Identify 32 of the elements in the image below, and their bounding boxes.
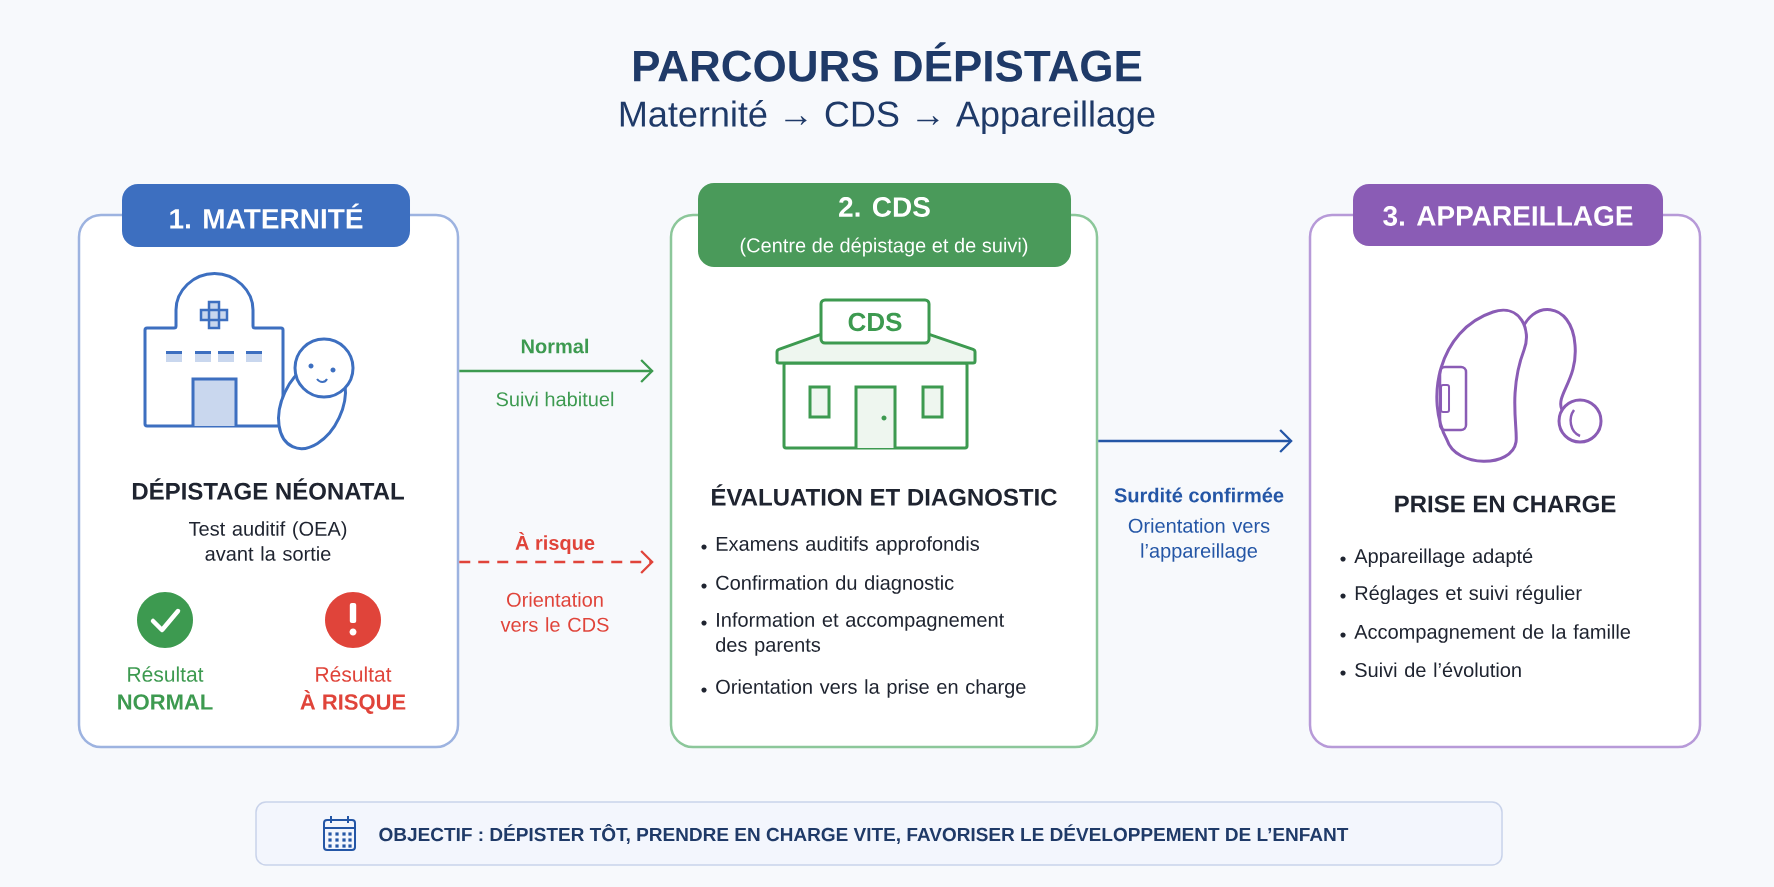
objective-banner: OBJECTIF : DÉPISTER TÔT, PRENDRE EN CHARGE VITE, FAVORISER LE DÉVELOPPEMENT DE L’ENFANT xyxy=(255,801,1503,866)
bullet-item: Appareillage adapté xyxy=(1340,548,1533,568)
bullet-item: Information et accompagnement des parents xyxy=(701,612,1005,656)
sign-text: CDS xyxy=(848,312,902,332)
bullet-item: Suivi de l’évolution xyxy=(1340,662,1521,678)
result-value: À RISQUE xyxy=(300,690,406,714)
arrow xyxy=(459,550,654,574)
edge-label: Normal xyxy=(521,338,589,354)
bullet-item: Examens auditifs approfondis xyxy=(701,536,979,555)
header-pill: 3. APPAREILLAGE xyxy=(1353,184,1663,246)
edge-note: Suivi habituel xyxy=(496,391,614,407)
bullet-item: Orientation vers la prise en charge xyxy=(701,679,1026,698)
subtitle: Maternité → CDS → Appareillage xyxy=(620,100,1155,134)
edge-note: Orientation vers le CDS xyxy=(500,592,609,632)
result-text: Résultat xyxy=(128,666,204,682)
result-text: Résultat xyxy=(316,666,392,682)
header-pill: 2. CDS (Centre de dépistage et de suivi) xyxy=(698,183,1071,267)
bullet-item: Accompagnement de la famille xyxy=(1340,624,1631,643)
header-pill: 1. MATERNITÉ xyxy=(122,184,410,247)
edge-label: Surdité confirmée xyxy=(1114,487,1284,503)
section-heading: DÉPISTAGE NÉONATAL xyxy=(132,478,404,500)
bullet-item: Confirmation du diagnostic xyxy=(701,575,954,594)
arrow xyxy=(459,359,654,383)
edge-note: Orientation vers l’appareillage xyxy=(1128,518,1270,562)
section-heading: ÉVALUATION ET DIAGNOSTIC xyxy=(712,484,1057,506)
edge-label: À risque xyxy=(515,532,595,554)
description: Test auditif (OEA) avant la sortie xyxy=(189,521,347,561)
arrow xyxy=(1098,429,1293,453)
title: PARCOURS DÉPISTAGE xyxy=(634,42,1142,82)
result-value: NORMAL xyxy=(118,694,213,710)
section-heading: PRISE EN CHARGE xyxy=(1395,495,1616,513)
bullet-item: Réglages et suivi régulier xyxy=(1340,585,1582,605)
